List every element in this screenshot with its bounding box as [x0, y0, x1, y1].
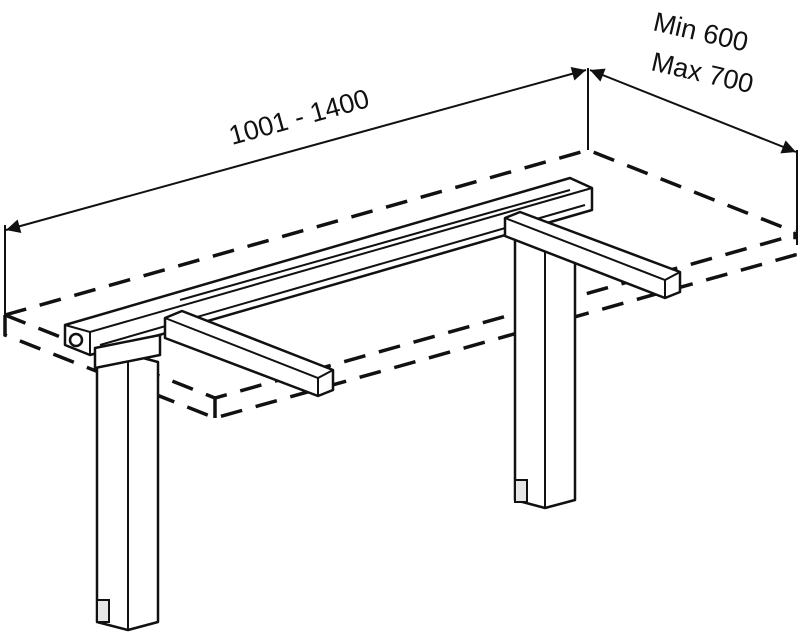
length-label: 1001 - 1400 — [226, 83, 373, 150]
depth-dimension-arrow — [589, 68, 797, 154]
right-leg — [513, 228, 577, 510]
support-beam — [63, 176, 594, 357]
length-dimension-arrow — [5, 66, 587, 234]
right-arm — [503, 210, 682, 300]
left-leg — [93, 333, 162, 632]
left-arm — [163, 309, 335, 398]
extension-lines — [4, 68, 798, 318]
